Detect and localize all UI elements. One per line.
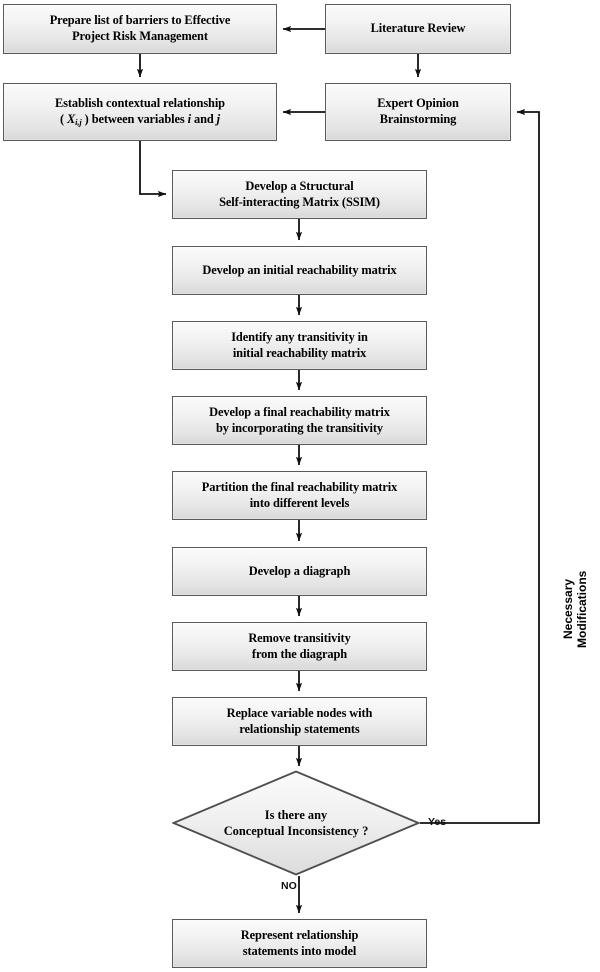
node-remove-transitivity[interactable]: Remove transitivity from the diagraph	[172, 622, 427, 671]
edge-label-no: NO	[281, 880, 297, 892]
node-represent-model-label: Represent relationship statements into m…	[240, 927, 359, 958]
node-partition-levels[interactable]: Partition the final reachability matrix …	[172, 471, 427, 520]
node-decision-inconsistency-label: Is there any Conceptual Inconsistency ?	[223, 807, 369, 838]
node-represent-model[interactable]: Represent relationship statements into m…	[172, 919, 427, 968]
node-partition-levels-label: Partition the final reachability matrix …	[201, 479, 398, 510]
node-identify-transitivity[interactable]: Identify any transitivity in initial rea…	[172, 321, 427, 370]
decision-diamond-shape	[172, 770, 420, 876]
node-literature-review[interactable]: Literature Review	[325, 4, 511, 54]
node-prepare-list[interactable]: Prepare list of barriers to Effective Pr…	[3, 4, 277, 54]
node-literature-review-label: Literature Review	[370, 21, 466, 36]
node-final-reachability[interactable]: Develop a final reachability matrix by i…	[172, 396, 427, 445]
node-expert-opinion-label: Expert Opinion Brainstorming	[377, 96, 459, 126]
node-final-reachability-label: Develop a final reachability matrix by i…	[209, 404, 390, 435]
node-develop-diagraph-label: Develop a diagraph	[248, 563, 351, 578]
node-ssim[interactable]: Develop a Structural Self-interacting Ma…	[172, 170, 427, 219]
node-replace-nodes[interactable]: Replace variable nodes with relationship…	[172, 697, 427, 746]
node-initial-reachability-label: Develop an initial reachability matrix	[202, 262, 397, 277]
node-identify-transitivity-label: Identify any transitivity in initial rea…	[231, 329, 368, 360]
annotation-necessary-modifications: Necessary Modifications	[561, 570, 589, 648]
node-initial-reachability[interactable]: Develop an initial reachability matrix	[172, 246, 427, 295]
node-establish-relationship[interactable]: Establish contextual relationship( Xi,j …	[3, 83, 277, 141]
node-develop-diagraph[interactable]: Develop a diagraph	[172, 547, 427, 596]
node-remove-transitivity-label: Remove transitivity from the diagraph	[248, 630, 351, 661]
edge-decision-yes-feedback	[420, 108, 540, 824]
node-establish-relationship-label: Establish contextual relationship( Xi,j …	[55, 96, 225, 127]
node-prepare-list-label: Prepare list of barriers to Effective Pr…	[49, 13, 231, 43]
edge-establish-to-ssim	[139, 141, 167, 198]
edge-label-yes: Yes	[428, 816, 447, 828]
node-decision-inconsistency[interactable]: Is there any Conceptual Inconsistency ?	[172, 770, 420, 876]
node-expert-opinion[interactable]: Expert Opinion Brainstorming	[325, 83, 511, 141]
node-ssim-label: Develop a Structural Self-interacting Ma…	[219, 178, 380, 209]
node-replace-nodes-label: Replace variable nodes with relationship…	[226, 705, 373, 736]
